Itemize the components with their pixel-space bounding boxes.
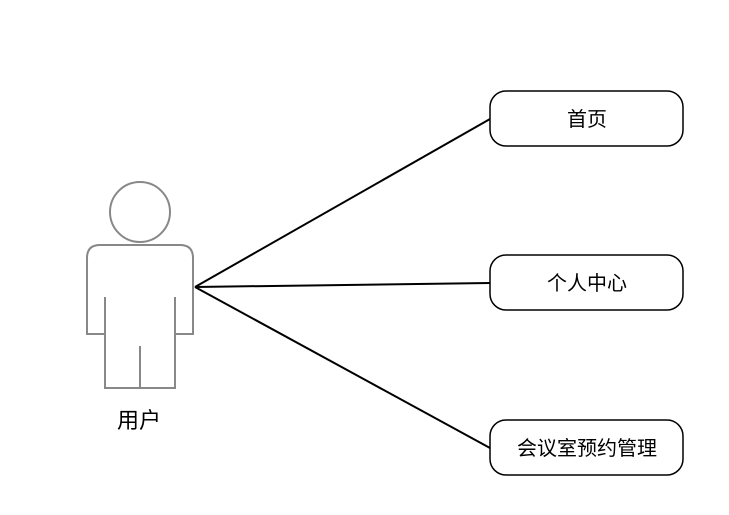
actor-label: 用户 [117, 409, 161, 434]
use-case-personal-center-label: 个人中心 [547, 271, 627, 295]
association-line-home [194, 118, 491, 288]
use-case-home: 首页 [489, 90, 684, 147]
use-case-meeting-room-booking-label: 会议室预约管理 [517, 436, 657, 460]
use-case-personal-center: 个人中心 [489, 254, 684, 311]
use-case-meeting-room-booking: 会议室预约管理 [489, 419, 684, 476]
association-line-personal-center [194, 282, 491, 288]
use-case-home-label: 首页 [567, 107, 607, 131]
association-line-meeting-room [194, 286, 491, 449]
person-icon [86, 181, 194, 389]
actor-figure: 用户 [86, 181, 194, 434]
